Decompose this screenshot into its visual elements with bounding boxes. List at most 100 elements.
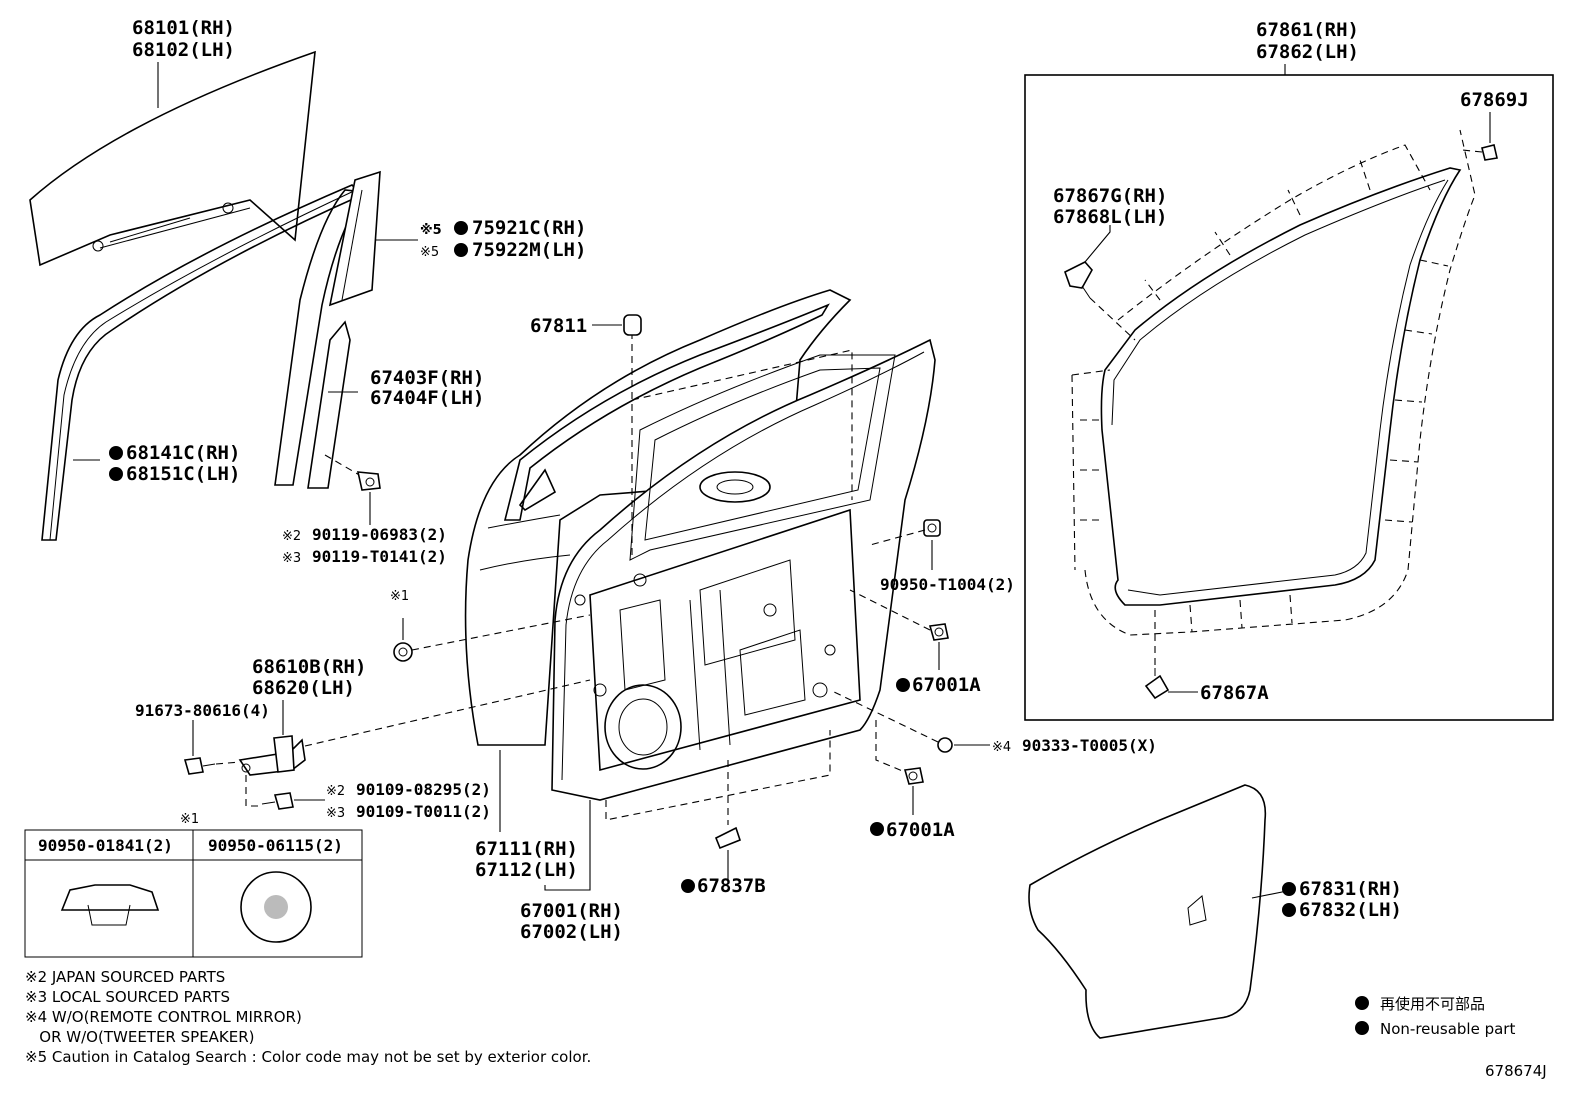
label-67869j: 67869J xyxy=(1460,89,1529,111)
label-91673: 91673-80616(4) xyxy=(135,701,270,720)
note-3: ※3 LOCAL SOURCED PARTS xyxy=(25,988,230,1006)
door-panel xyxy=(464,289,936,801)
cap-67811 xyxy=(623,314,642,336)
label-90119-t0141: 90119-T0141(2) xyxy=(312,547,447,566)
label-67811: 67811 xyxy=(530,315,587,337)
dot-67001a-2 xyxy=(870,822,884,836)
table-col1: 90950-01841(2) xyxy=(38,836,173,855)
legend-jp: 再使用不可部品 xyxy=(1380,995,1485,1013)
legend-dot-jp xyxy=(1355,996,1369,1010)
door-check xyxy=(238,735,306,776)
dash-91673 xyxy=(215,761,241,765)
label-68151c: 68151C(LH) xyxy=(126,463,240,485)
mark-3a: ※3 xyxy=(282,551,301,566)
label-67868l: 67868L(LH) xyxy=(1053,206,1167,228)
weatherstrip-box xyxy=(1024,74,1554,721)
dash-outline-leftcap xyxy=(1071,369,1111,376)
bolt-67001a-upper xyxy=(928,623,949,641)
dash-67867g xyxy=(1089,297,1136,341)
dash-check xyxy=(304,679,591,747)
legend-en: Non-reusable part xyxy=(1380,1020,1515,1038)
dash-90333 xyxy=(829,689,939,743)
dot-75921 xyxy=(454,221,468,235)
dash-outline-left xyxy=(1071,374,1076,571)
label-68102: 68102(LH) xyxy=(132,39,235,61)
label-67404f: 67404F(LH) xyxy=(370,387,484,409)
dash-67001a-2 xyxy=(875,720,906,773)
label-67112: 67112(LH) xyxy=(475,859,578,881)
screw-90119 xyxy=(324,454,381,491)
bolt-90109 xyxy=(261,792,294,810)
label-67001a-1: 67001A xyxy=(912,674,981,696)
mark-3b: ※3 xyxy=(326,806,345,821)
label-67861: 67861(RH) xyxy=(1256,19,1359,41)
dash-67869j xyxy=(1461,149,1483,153)
label-67832: 67832(LH) xyxy=(1299,899,1402,921)
label-67837b: 67837B xyxy=(697,875,766,897)
label-75921c: 75921C(RH) xyxy=(472,217,586,239)
door-weatherstrip xyxy=(1100,167,1462,606)
label-90109-08295: 90109-08295(2) xyxy=(356,780,491,799)
bolt-91673 xyxy=(183,757,216,775)
label-90109-t0011: 90109-T0011(2) xyxy=(356,802,491,821)
label-67862: 67862(LH) xyxy=(1256,41,1359,63)
dot-75922 xyxy=(454,243,468,257)
dash-bottom xyxy=(605,730,831,821)
dot-67832 xyxy=(1282,903,1296,917)
dash-67001a-1 xyxy=(849,589,931,631)
label-67867a: 67867A xyxy=(1200,682,1269,704)
label-67111: 67111(RH) xyxy=(475,838,578,860)
dash-plug xyxy=(411,614,591,651)
table-title: ※1 xyxy=(180,812,199,827)
note-5: ※5 Caution in Catalog Search : Color cod… xyxy=(25,1048,591,1066)
clip-67869j xyxy=(1481,144,1498,161)
label-67831: 67831(RH) xyxy=(1299,878,1402,900)
note-2: ※2 JAPAN SOURCED PARTS xyxy=(25,968,225,986)
clip-67837b xyxy=(714,826,741,850)
note-4b: OR W/O(TWEETER SPEAKER) xyxy=(25,1028,255,1046)
note-4: ※4 W/O(REMOTE CONTROL MIRROR) xyxy=(25,1008,302,1026)
label-90950-t1004: 90950-T1004(2) xyxy=(880,575,1015,594)
mark-4a: ※4 xyxy=(992,740,1011,755)
dot-68151 xyxy=(109,467,123,481)
dash-outline-top xyxy=(1117,144,1431,321)
clip-90950-t1004 xyxy=(923,519,941,537)
label-67001a-2: 67001A xyxy=(886,819,955,841)
label-67001: 67001(RH) xyxy=(520,900,623,922)
plug-table xyxy=(24,829,363,958)
mark-5b: ※5 xyxy=(420,245,439,260)
dash-90950 xyxy=(869,529,926,546)
leader-67867g xyxy=(1084,225,1111,263)
legend-dot-en xyxy=(1355,1021,1369,1035)
dash-90109 xyxy=(245,775,262,807)
table-col2: 90950-06115(2) xyxy=(208,836,343,855)
clip-67867g xyxy=(1064,261,1093,299)
plug-90333 xyxy=(937,737,953,753)
hole-plug-1 xyxy=(393,642,413,662)
dot-67837b xyxy=(681,879,695,893)
label-68620: 68620(LH) xyxy=(252,677,355,699)
label-90119-06983: 90119-06983(2) xyxy=(312,525,447,544)
dot-68141 xyxy=(109,446,123,460)
service-hole-cover xyxy=(1028,784,1267,1039)
bolt-67001a-lower xyxy=(903,767,924,785)
pillar-garnish xyxy=(328,170,381,307)
label-68101: 68101(RH) xyxy=(132,17,235,39)
dash-frame xyxy=(631,349,853,500)
dot-67001a-1 xyxy=(896,678,910,692)
door-glass xyxy=(29,50,316,267)
mark-1a: ※1 xyxy=(390,589,409,604)
label-67867g: 67867G(RH) xyxy=(1053,185,1167,207)
label-67002: 67002(LH) xyxy=(520,921,623,943)
weatherstrip-ticks xyxy=(1080,159,1449,633)
mark-2a: ※2 xyxy=(282,529,301,544)
label-68141c: 68141C(RH) xyxy=(126,442,240,464)
label-90333: 90333-T0005(X) xyxy=(1022,736,1157,755)
label-67403f: 67403F(RH) xyxy=(370,367,484,389)
clip-67867a xyxy=(1144,668,1170,700)
dot-67831 xyxy=(1282,882,1296,896)
label-75922m: 75922M(LH) xyxy=(472,239,586,261)
label-68610b: 68610B(RH) xyxy=(252,656,366,678)
mark-5a: ※5 xyxy=(420,223,442,238)
